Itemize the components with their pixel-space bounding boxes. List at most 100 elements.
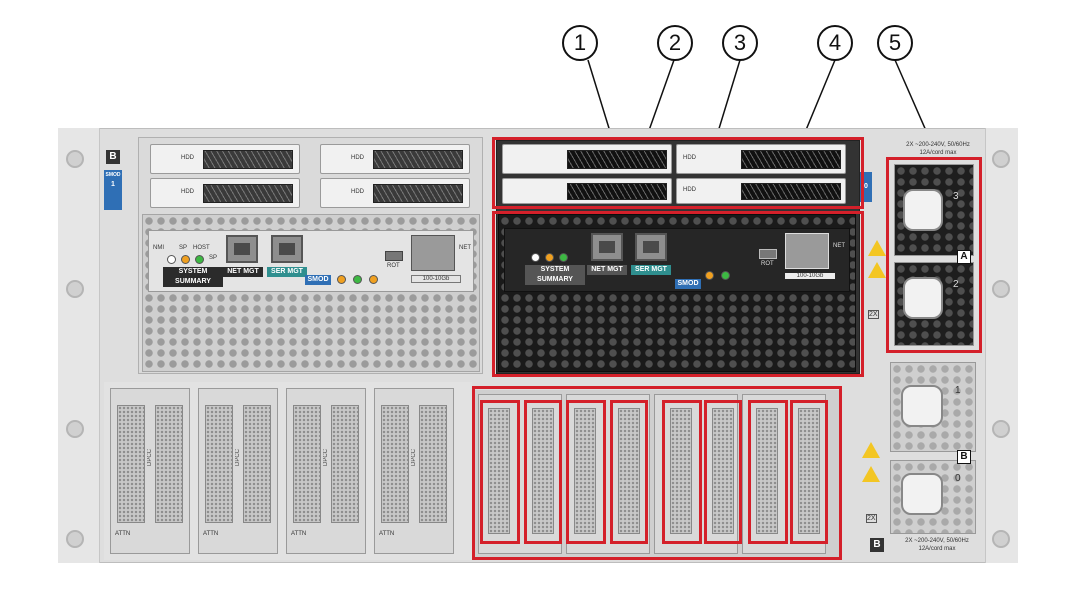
rack-ear-right xyxy=(985,128,1018,563)
psu-rating-top: 2X ~200-240V, 50/60Hz xyxy=(906,142,970,148)
callout-5: 5 xyxy=(877,25,913,61)
rack-screw-icon xyxy=(66,150,84,168)
psu-badge-a: A xyxy=(957,250,971,264)
dpcc-vent xyxy=(243,405,271,523)
ser-mgt-port[interactable] xyxy=(271,235,303,263)
status-led xyxy=(181,255,190,264)
dpcc-vent xyxy=(532,408,554,534)
drive-label: HDD xyxy=(181,189,194,195)
highlight-dpcc xyxy=(704,400,742,544)
drive-bay[interactable]: HDD xyxy=(150,144,300,174)
psu-rating-top-2: 12A/cord max xyxy=(919,150,957,156)
rack-ear-left xyxy=(58,128,100,563)
dpcc-label: DPCC xyxy=(235,449,241,467)
drive-label: HDD xyxy=(181,155,194,161)
smod-badge: SMOD xyxy=(305,275,331,285)
dpcc-vent xyxy=(618,408,640,534)
psu-handle[interactable] xyxy=(903,189,943,231)
psu-rating-bottom: 2X ~200-240V, 50/60Hz xyxy=(905,538,969,544)
drive-bay[interactable]: HDD xyxy=(320,178,470,208)
net-mgt-port[interactable] xyxy=(591,233,623,261)
drive-bay[interactable]: HDD xyxy=(150,178,300,208)
dpcc-module[interactable]: DPCC ATTN xyxy=(286,388,366,554)
drive-handle[interactable] xyxy=(741,183,841,200)
system-summary-label: SYSTEM SUMMARY xyxy=(525,265,585,285)
psu-2[interactable]: 2 xyxy=(894,262,974,346)
dpcc-module[interactable]: DPCC ATTN xyxy=(198,388,278,554)
attn-label: ATTN xyxy=(379,531,395,537)
warning-icon xyxy=(868,262,886,278)
rack-screw-icon xyxy=(66,530,84,548)
drive-handle[interactable] xyxy=(373,150,463,169)
rack-screw-icon xyxy=(992,530,1010,548)
drive-label: HDD xyxy=(683,155,696,161)
net-mgt-port[interactable] xyxy=(226,235,258,263)
smod-side-tag-label: SMOD xyxy=(105,172,121,178)
psu-label-0: 0 xyxy=(955,473,961,484)
drive-bay[interactable]: HDD xyxy=(676,144,846,174)
drive-handle[interactable] xyxy=(567,183,667,200)
status-led xyxy=(559,253,568,262)
smod-side-tag-number: 0 xyxy=(864,183,868,190)
led-label-sp: SP xyxy=(209,255,218,261)
highlight-psu xyxy=(886,157,982,353)
drive-handle[interactable] xyxy=(373,184,463,203)
callout-1: 1 xyxy=(562,25,598,61)
dpcc-label: DPCC xyxy=(147,449,153,467)
dpcc-vent xyxy=(574,408,596,534)
rot-port[interactable] xyxy=(385,251,403,261)
dpcc-vent xyxy=(756,408,778,534)
dpcc-vent xyxy=(331,405,359,523)
psu-1[interactable]: 1 xyxy=(890,362,976,452)
cord-count-label: 2X xyxy=(866,514,877,523)
dpcc-vent xyxy=(381,405,409,523)
dpcc-module[interactable]: DPCC ATTN xyxy=(374,388,454,554)
attn-label: ATTN xyxy=(115,531,131,537)
status-led xyxy=(545,253,554,262)
net-port-block[interactable] xyxy=(411,235,455,271)
dpcc-vent xyxy=(798,408,820,534)
status-led xyxy=(195,255,204,264)
drive-handle[interactable] xyxy=(203,150,293,169)
rack-screw-icon xyxy=(66,420,84,438)
psu-rating-bottom-2: 12A/cord max xyxy=(918,546,956,552)
drive-handle[interactable] xyxy=(741,150,841,169)
net-port-block[interactable] xyxy=(785,233,829,269)
psu-handle[interactable] xyxy=(901,473,943,515)
ser-mgt-label: SER MGT xyxy=(267,267,307,277)
psu-3[interactable]: 3 xyxy=(894,164,974,256)
drive-bay[interactable]: HDD xyxy=(320,144,470,174)
highlight-dpcc xyxy=(748,400,788,544)
drive-handle[interactable] xyxy=(567,150,667,169)
psu-0[interactable]: 0 xyxy=(890,460,976,534)
dpcc-vent xyxy=(488,408,510,534)
net-label: NET xyxy=(459,245,471,251)
speed-label: 100-10Gb xyxy=(785,273,835,279)
psu-handle[interactable] xyxy=(903,277,943,319)
dpcc-vent xyxy=(293,405,321,523)
ser-mgt-port[interactable] xyxy=(635,233,667,261)
rack-screw-icon xyxy=(992,420,1010,438)
status-led xyxy=(167,255,176,264)
rack-screw-icon xyxy=(992,150,1010,168)
status-led xyxy=(369,275,378,284)
dpcc-vent xyxy=(117,405,145,523)
smod-side-tag-number: 1 xyxy=(111,181,115,188)
led-label-nmi: NMI xyxy=(153,245,164,251)
drive-label: HDD xyxy=(683,187,696,193)
rack-screw-icon xyxy=(66,280,84,298)
led-label-sp: SP xyxy=(179,245,188,251)
rot-label: ROT xyxy=(761,261,774,267)
drive-label: HDD xyxy=(351,189,364,195)
drive-bay[interactable] xyxy=(502,144,672,174)
dpcc-module[interactable]: DPCC ATTN xyxy=(110,388,190,554)
net-mgt-label: NET MGT xyxy=(223,267,263,277)
psu-handle[interactable] xyxy=(901,385,943,427)
rot-port[interactable] xyxy=(759,249,777,259)
drive-bay[interactable]: HDD xyxy=(676,178,846,204)
highlight-dpcc xyxy=(662,400,702,544)
net-mgt-label: NET MGT xyxy=(587,265,627,275)
highlight-smod-right xyxy=(492,211,864,377)
drive-bay[interactable] xyxy=(502,178,672,204)
drive-handle[interactable] xyxy=(203,184,293,203)
